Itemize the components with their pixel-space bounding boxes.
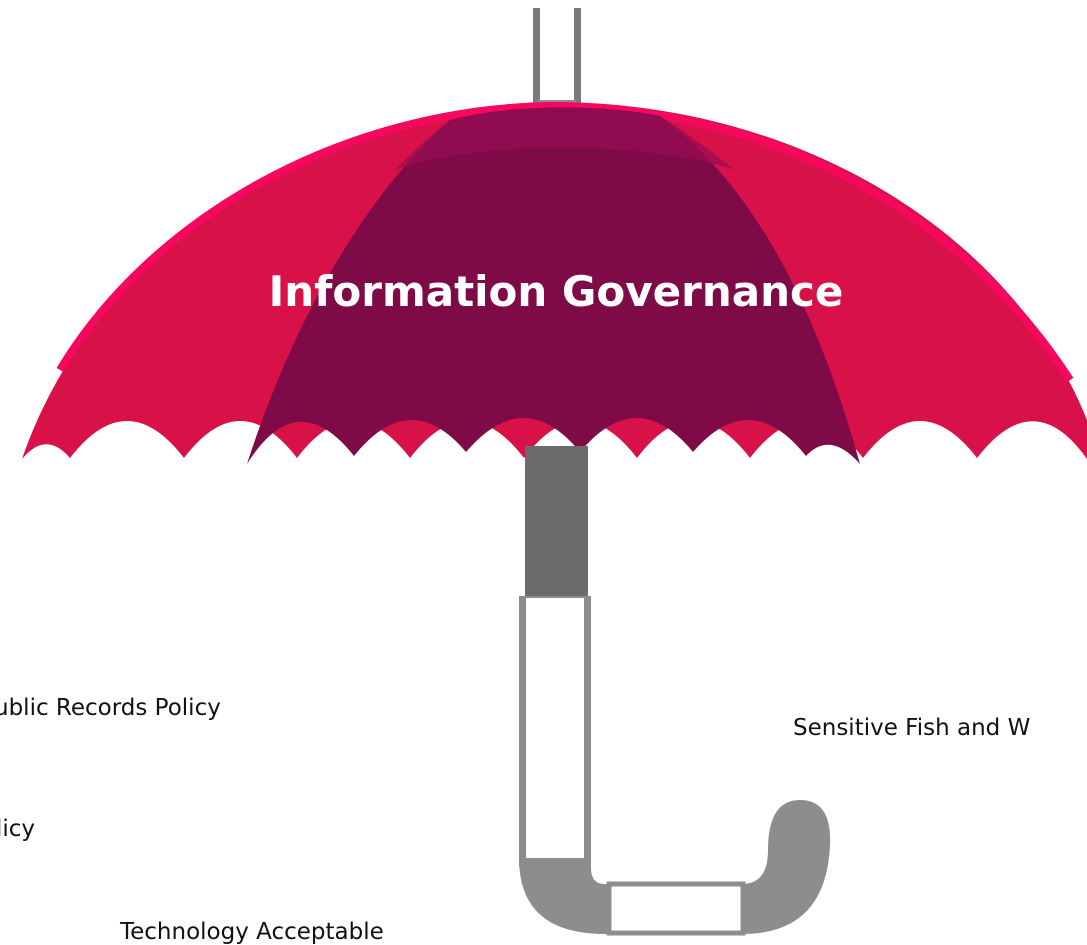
canopy-rim-highlight [56,101,1074,383]
umbrella-tip [533,8,581,120]
label-technology-acceptable: Technology Acceptable [120,919,384,945]
label-policy: licy [0,816,36,842]
diagram-title: Information Governance [269,267,844,316]
umbrella-shaft [525,446,588,596]
umbrella-handle [519,596,831,936]
label-sensitive-fish-and-wildlife: Sensitive Fish and W [793,715,1031,741]
center-panel-top-band [395,107,735,170]
label-public-records-policy: ublic Records Policy [0,695,221,721]
umbrella-center-panel [247,107,860,465]
